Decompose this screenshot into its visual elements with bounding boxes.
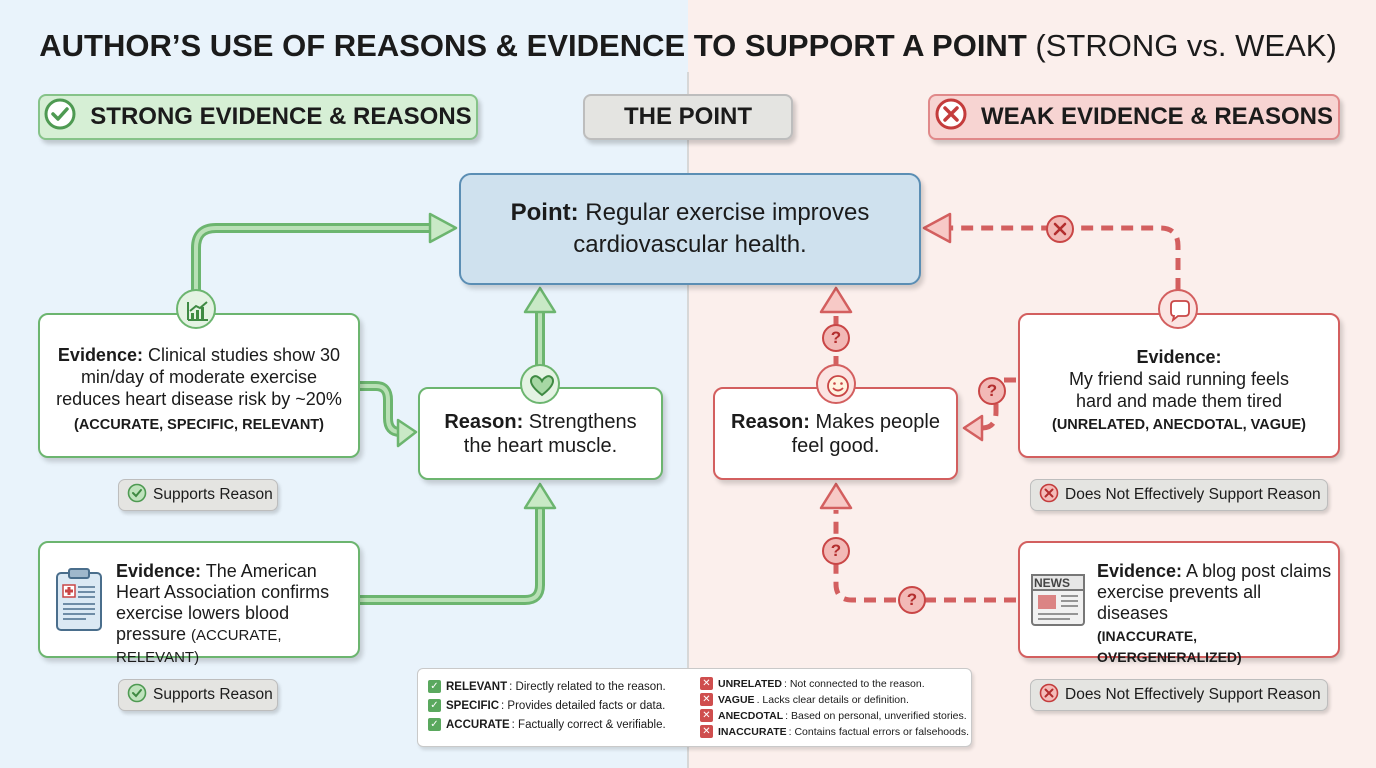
point-label: Point: — [510, 199, 579, 226]
arrowhead — [523, 482, 557, 510]
question-marker: ? — [978, 377, 1006, 405]
question-marker: ? — [898, 586, 926, 614]
evidence-label: Evidence: — [57, 344, 143, 365]
strong-section-header: STRONG EVIDENCE & REASONS — [38, 94, 478, 140]
reason-label: Reason: — [444, 410, 524, 433]
smiley-icon — [816, 364, 856, 404]
reason-label: Reason: — [731, 410, 810, 433]
weak-evidence-1-box: Evidence: My friend said running feels h… — [1018, 313, 1340, 458]
legend-item: ✕INACCURATE: Contains factual errors or … — [700, 725, 969, 738]
legend-item: ✓ACCURATE: Factually correct & verifiabl… — [428, 718, 666, 731]
strong-evidence1-to-reason-line — [355, 381, 407, 437]
legend-item: ✓SPECIFIC: Provides detailed facts or da… — [428, 699, 665, 712]
arrowhead — [819, 286, 853, 314]
page-title: AUTHOR’S USE OF REASONS & EVIDENCE TO SU… — [39, 28, 1337, 63]
arrowhead — [396, 418, 418, 448]
arrowhead — [819, 482, 853, 510]
point-text: Regular exercise improves cardiovascular… — [573, 199, 870, 258]
x-marker-icon — [1046, 215, 1074, 243]
weak-section-label: WEAK EVIDENCE & REASONS — [980, 103, 1334, 130]
question-marker: ? — [822, 324, 850, 352]
check-icon: ✓ — [428, 699, 441, 712]
point-section-label: THE POINT — [623, 103, 752, 130]
weak-evidence1-to-point-line — [950, 225, 1181, 290]
question-marker: ? — [822, 537, 850, 565]
evidence-quality-tag: (ACCURATE, SPECIFIC, RELEVANT) — [74, 416, 324, 433]
news-label: NEWS — [1034, 576, 1070, 590]
does-not-support-badge: Does Not Effectively Support Reason — [1030, 679, 1328, 711]
speech-bubble-icon — [1158, 289, 1198, 329]
strong-evidence-1-box: Evidence: Clinical studies show 30 min/d… — [38, 313, 360, 458]
strong-section-label: STRONG EVIDENCE & REASONS — [90, 103, 472, 130]
evidence-quality-tag: (ACCURATE, RELEVANT) — [116, 627, 282, 666]
reason-text: Makes people feel good. — [791, 410, 940, 457]
strong-evidence-2-box: Evidence: The American Heart Association… — [38, 541, 360, 666]
supports-reason-badge: Supports Reason — [118, 479, 278, 511]
strong-reason-box: Reason: Strengthens the heart muscle. — [418, 387, 663, 480]
evidence-text: The American Heart Association confirms … — [116, 561, 330, 644]
x-icon: ✕ — [700, 677, 713, 690]
legend: ✓RELEVANT: Directly related to the reaso… — [417, 668, 972, 747]
evidence-text: My friend said running feels hard and ma… — [1068, 368, 1290, 411]
x-icon: ✕ — [700, 709, 713, 722]
heart-icon — [520, 364, 560, 404]
weak-evidence2-to-reason-line — [833, 510, 1016, 603]
evidence-text: A blog post claims exercise prevents all… — [1097, 561, 1332, 623]
clipboard-icon — [54, 567, 104, 638]
reason-text: Strengthens the heart muscle. — [463, 410, 637, 457]
x-circle-icon — [1039, 483, 1059, 508]
evidence-text: Clinical studies show 30 min/day of mode… — [56, 344, 342, 409]
legend-item: ✕VAGUE. Lacks clear details or definitio… — [700, 693, 909, 706]
point-box: Point: Regular exercise improves cardiov… — [459, 173, 921, 285]
evidence-quality-tag: (INACCURATE, OVERGENERALIZED) — [1097, 628, 1242, 665]
x-icon: ✕ — [700, 693, 713, 706]
weak-evidence1-to-reason-line — [978, 377, 1016, 431]
legend-item: ✕UNRELATED: Not connected to the reason. — [700, 677, 925, 690]
arrowhead — [922, 212, 952, 244]
newspaper-icon — [1030, 573, 1086, 632]
legend-item: ✕ANECDOTAL: Based on personal, unverifie… — [700, 709, 967, 722]
does-not-support-label: Does Not Effectively Support Reason — [1065, 686, 1321, 703]
evidence-label: Evidence: — [1136, 346, 1222, 367]
evidence-label: Evidence: — [116, 561, 202, 581]
check-icon: ✓ — [428, 680, 441, 693]
x-circle-icon — [1039, 683, 1059, 708]
strong-evidence2-to-reason-line — [355, 505, 545, 605]
supports-reason-label: Supports Reason — [153, 486, 273, 503]
supports-reason-label: Supports Reason — [153, 686, 273, 703]
arrowhead — [428, 212, 458, 244]
does-not-support-badge: Does Not Effectively Support Reason — [1030, 479, 1328, 511]
weak-section-header: WEAK EVIDENCE & REASONS — [928, 94, 1340, 140]
strong-evidence1-to-point-line — [191, 223, 437, 301]
arrowhead — [523, 286, 557, 314]
evidence-quality-tag: (UNRELATED, ANECDOTAL, VAGUE) — [1051, 416, 1306, 433]
center-divider — [687, 72, 689, 768]
x-icon: ✕ — [700, 725, 713, 738]
supports-reason-badge: Supports Reason — [118, 679, 278, 711]
check-circle-icon — [44, 98, 76, 137]
does-not-support-label: Does Not Effectively Support Reason — [1065, 486, 1321, 503]
evidence-label: Evidence: — [1097, 561, 1183, 581]
check-circle-icon — [127, 683, 147, 708]
weak-evidence-2-box: NEWS Evidence: A blog post claims exerci… — [1018, 541, 1340, 665]
check-circle-icon — [127, 483, 147, 508]
point-section-header: THE POINT — [583, 94, 793, 140]
check-icon: ✓ — [428, 718, 441, 731]
x-circle-icon — [935, 98, 967, 137]
arrowhead — [962, 414, 984, 442]
legend-item: ✓RELEVANT: Directly related to the reaso… — [428, 680, 666, 693]
chart-icon — [176, 289, 216, 329]
